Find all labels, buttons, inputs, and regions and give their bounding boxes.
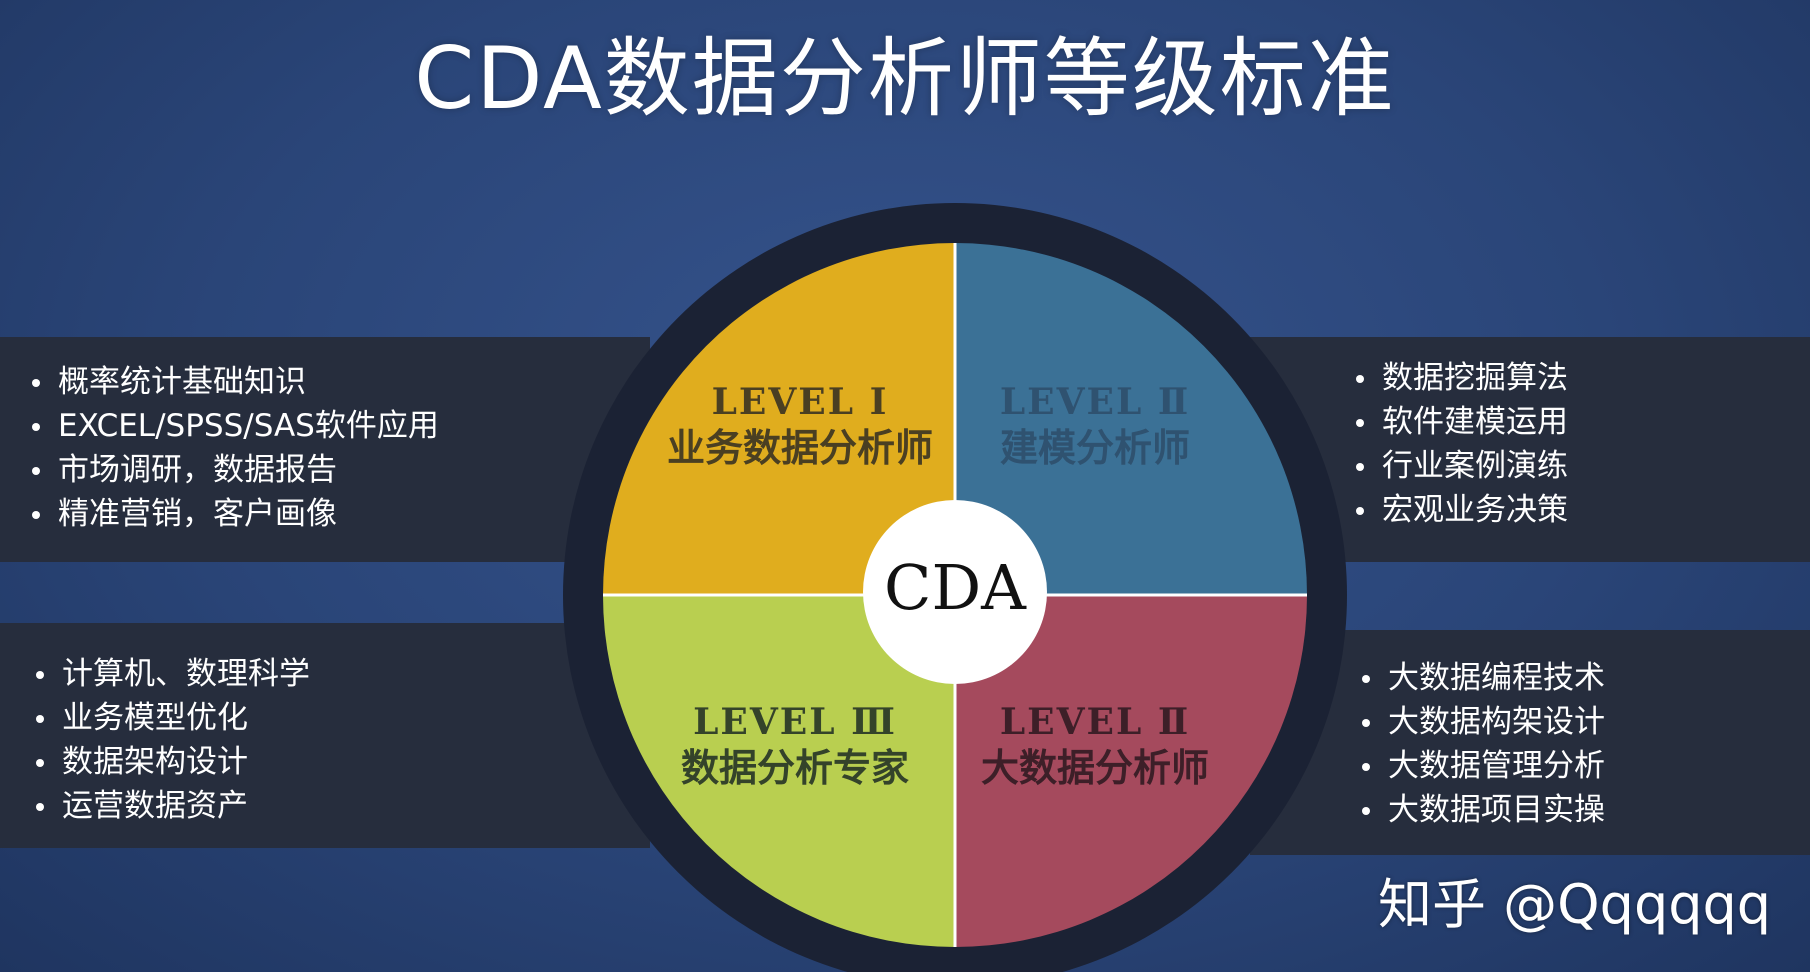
role-name: 业务数据分析师 [666,426,933,470]
center-cda-label: CDA [884,551,1026,624]
quadrant-label-level1: LEVEL Ⅰ 业务数据分析师 [640,380,960,472]
quadrant-label-level3: LEVEL Ⅲ 数据分析专家 [640,700,950,792]
list-item: 行业案例演练 [1350,444,1568,488]
role-name: 大数据分析师 [980,746,1209,790]
list-item: 宏观业务决策 [1350,488,1568,532]
zhihu-watermark: 知乎 @Qqqqqq [1378,873,1772,936]
list-item: 大数据项目实操 [1356,788,1605,832]
band-bottom-left [0,623,650,848]
list-item: 大数据编程技术 [1356,656,1605,700]
quadrant-label-level2-top: LEVEL Ⅱ 建模分析师 [960,380,1230,472]
list-item: 数据挖掘算法 [1350,356,1568,400]
role-name: 建模分析师 [999,426,1190,470]
quadrant-level2-top [955,243,1307,595]
level-label: LEVEL Ⅱ [999,381,1191,423]
level-label: LEVEL Ⅱ [999,701,1191,743]
band-top-right [1250,337,1810,562]
skill-list-bottom-left: 计算机、数理科学 业务模型优化 数据架构设计 运营数据资产 [30,652,310,828]
quadrant-level3 [603,595,955,947]
skill-list-top-right: 数据挖掘算法 软件建模运用 行业案例演练 宏观业务决策 [1350,356,1568,532]
list-item: 大数据管理分析 [1356,744,1605,788]
list-item: 运营数据资产 [30,784,310,828]
list-item: 概率统计基础知识 [26,360,439,404]
page-title: CDA数据分析师等级标准 [414,29,1396,129]
level-label: LEVEL Ⅰ [711,381,889,423]
list-item: 数据架构设计 [30,740,310,784]
quadrant-level2-bottom [955,595,1307,947]
center-circle [863,500,1047,684]
skill-list-top-left: 概率统计基础知识 EXCEL/SPSS/SAS软件应用 市场调研，数据报告 精准… [26,360,439,536]
role-name: 数据分析专家 [680,746,909,790]
list-item: 精准营销，客户画像 [26,492,439,536]
list-item: 大数据构架设计 [1356,700,1605,744]
quadrant-level1 [603,243,955,595]
list-item: 计算机、数理科学 [30,652,310,696]
band-top-left [0,337,650,562]
list-item: EXCEL/SPSS/SAS软件应用 [26,404,439,448]
band-bottom-right [1250,630,1810,855]
list-item: 业务模型优化 [30,696,310,740]
list-item: 软件建模运用 [1350,400,1568,444]
quadrant-label-level2-bottom: LEVEL Ⅱ 大数据分析师 [960,700,1230,792]
level-label: LEVEL Ⅲ [693,701,897,743]
list-item: 市场调研，数据报告 [26,448,439,492]
skill-list-bottom-right: 大数据编程技术 大数据构架设计 大数据管理分析 大数据项目实操 [1356,656,1605,832]
